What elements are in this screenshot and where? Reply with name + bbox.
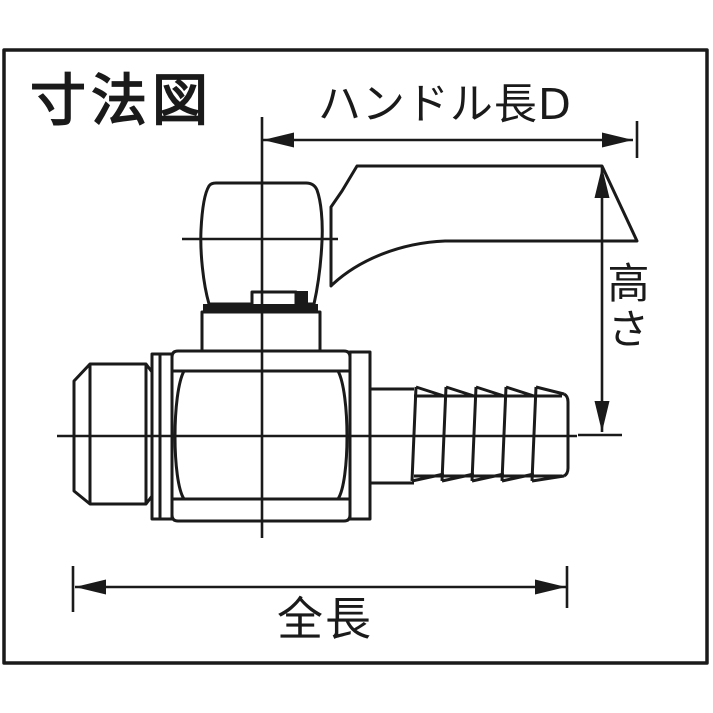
- lever-tab-section: [296, 291, 308, 308]
- height-label: 高さ: [601, 261, 650, 353]
- total-length-end-ticks: [71, 566, 569, 612]
- barb-ridge-bottoms: [411, 472, 565, 483]
- hose-barb: [370, 385, 570, 485]
- dimension-total-length: [71, 566, 569, 612]
- packing-seal-band: [203, 304, 318, 312]
- arrowhead-right: [602, 132, 633, 148]
- arrowhead-left: [263, 132, 294, 148]
- barb-neck: [370, 387, 414, 485]
- dimension-handle-length: [263, 121, 639, 158]
- drawing-border: [2, 48, 709, 665]
- handle-length-label: ハンドル長D: [317, 80, 573, 130]
- total-length-label: 全長: [277, 592, 373, 646]
- diagram-title: 寸法図: [30, 69, 213, 134]
- arrowhead-up: [594, 167, 610, 198]
- arrowhead-down: [594, 401, 610, 432]
- thread-facet-lines: [88, 364, 148, 504]
- arrowhead-right: [535, 579, 566, 595]
- barb-ridge-edges: [410, 386, 538, 482]
- handle-lever: [329, 164, 639, 288]
- centerlines: [57, 117, 577, 538]
- dimension-height: [578, 167, 622, 437]
- ball-valve-drawing: [57, 117, 639, 538]
- male-thread-end: [72, 362, 154, 506]
- gland-step: [250, 290, 298, 305]
- barb-ridge-tops: [415, 385, 565, 398]
- arrowhead-left: [75, 579, 106, 595]
